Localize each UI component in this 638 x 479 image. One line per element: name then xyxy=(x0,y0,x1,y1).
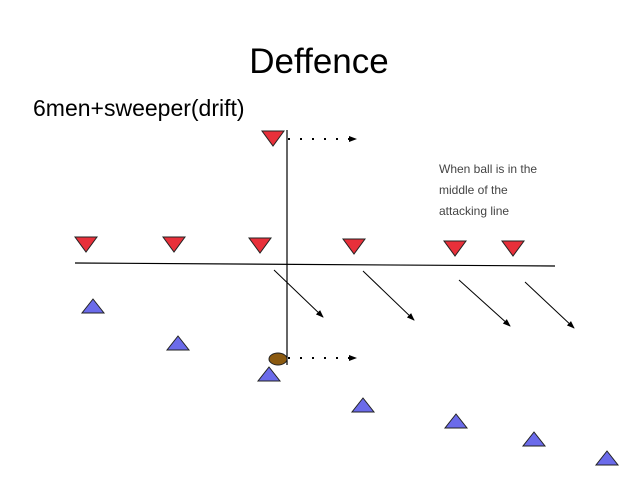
slide-subtitle: 6men+sweeper(drift) xyxy=(33,95,245,121)
situation-note: When ball is in the middle of the attack… xyxy=(439,159,589,222)
drift-arrow xyxy=(458,279,511,327)
defender-icon xyxy=(501,240,525,257)
attacker-icon xyxy=(256,366,282,382)
defender-icon xyxy=(162,236,186,253)
ball-icon xyxy=(268,352,288,366)
attacker-icon xyxy=(350,397,376,413)
note-line-3: attacking line xyxy=(439,204,510,218)
sweeper-icon xyxy=(261,130,285,147)
horizontal-attacking-line xyxy=(74,262,556,267)
attacker-icon xyxy=(594,450,620,466)
defender-icon xyxy=(443,240,467,257)
drift-arrow xyxy=(273,269,324,318)
slide-title: Deffence xyxy=(249,42,389,81)
attacker-icon xyxy=(443,413,469,429)
defender-icon xyxy=(74,236,98,253)
attacker-icon xyxy=(80,298,106,314)
defender-icon xyxy=(342,238,366,255)
note-line-2: middle of the xyxy=(439,183,508,197)
attacker-icon xyxy=(165,335,191,351)
note-line-1: When ball is in the xyxy=(439,162,538,176)
attacker-icon xyxy=(521,431,547,447)
drift-arrow xyxy=(524,281,575,329)
defender-icon xyxy=(248,237,272,254)
drift-arrow xyxy=(362,270,415,321)
